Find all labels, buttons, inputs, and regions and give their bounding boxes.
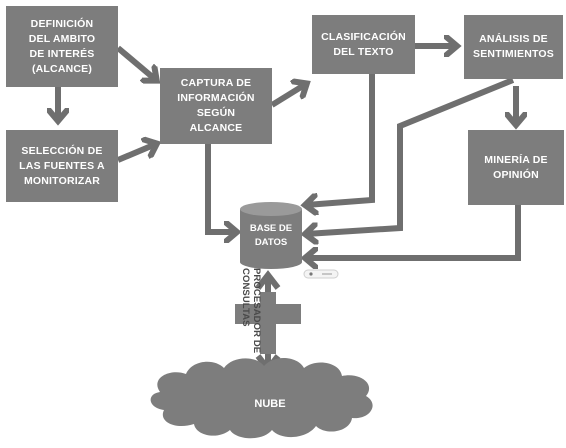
node-nube-label: NUBE — [254, 398, 286, 410]
procesador-label: PROCESADOR DE CONSULTAS — [240, 268, 262, 354]
node-mineria-label: MINERÍA DE OPINIÓN — [484, 153, 548, 181]
node-analisis: ANÁLISIS DE SENTIMIENTOS — [464, 15, 563, 79]
node-clasificacion-label: CLASIFICACIÓN DEL TEXTO — [321, 30, 406, 58]
node-analisis-label: ANÁLISIS DE SENTIMIENTOS — [473, 33, 554, 60]
procesador-stem — [260, 292, 276, 354]
arrow-clasificacion-to-base-datos — [306, 74, 375, 205]
arrow-analisis-to-base-datos — [306, 77, 515, 234]
arrow-mineria-to-base-datos — [306, 205, 521, 258]
database-cylinder-icon — [240, 202, 302, 269]
node-definicion: DEFINICIÓN DEL AMBITO DE INTERÉS (ALCANC… — [6, 6, 118, 87]
node-mineria: MINERÍA DE OPINIÓN — [468, 130, 564, 205]
arrow-definicion-to-captura — [116, 45, 156, 80]
node-captura-label: CAPTURA DE INFORMACIÓN SEGÚN ALCANCE — [177, 77, 255, 134]
node-definicion-label: DEFINICIÓN DEL AMBITO DE INTERÉS (ALCANC… — [28, 17, 96, 75]
node-base-datos-label: BASE DE DATOS — [249, 223, 293, 248]
selection-handle-icon — [303, 269, 339, 279]
cloud-icon — [150, 357, 373, 439]
node-clasificacion: CLASIFICACIÓN DEL TEXTO — [312, 15, 415, 74]
node-seleccion-label: SELECCIÓN DE LAS FUENTES A MONITORIZAR — [19, 144, 105, 187]
arrow-captura-to-clasificacion — [270, 84, 306, 108]
node-captura: CAPTURA DE INFORMACIÓN SEGÚN ALCANCE — [160, 68, 272, 144]
arrow-up-head — [255, 270, 281, 290]
node-seleccion: SELECCIÓN DE LAS FUENTES A MONITORIZAR — [6, 130, 118, 202]
arrow-seleccion-to-captura — [116, 144, 156, 163]
arrow-captura-to-base-datos — [205, 144, 236, 232]
